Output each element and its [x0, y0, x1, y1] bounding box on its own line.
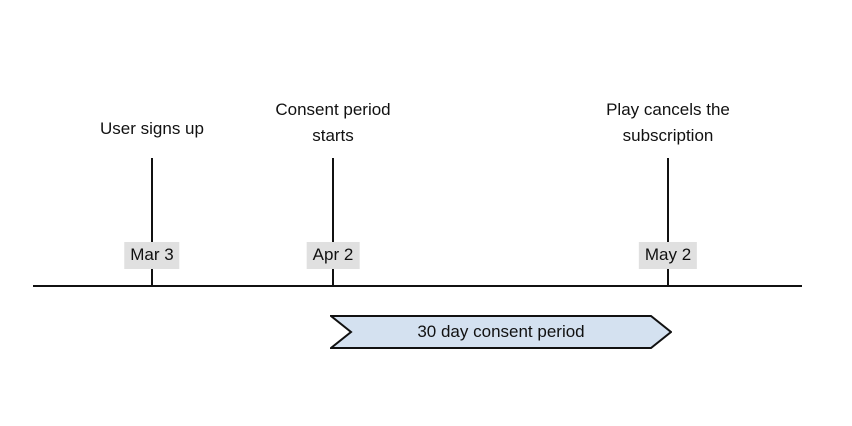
- date-chip-may-2: May 2: [638, 242, 698, 269]
- event-label-user-signs-up: User signs up: [100, 119, 204, 138]
- event-label-consent-period-starts: Consent period starts: [275, 100, 391, 145]
- event-label-play-cancels-the-subscription: Play cancels the subscription: [606, 100, 730, 145]
- banner-arrow-shape: [330, 315, 672, 349]
- date-chip-apr-2: Apr 2: [306, 242, 360, 269]
- timeline-axis: [33, 285, 802, 287]
- timeline-tick-mar-3: [151, 158, 153, 286]
- timeline-tick-may-2: [667, 158, 669, 286]
- consent-period-banner: 30 day consent period: [330, 315, 672, 349]
- banner-label: 30 day consent period: [417, 322, 585, 341]
- date-chip-mar-3: Mar 3: [124, 242, 180, 269]
- timeline-tick-apr-2: [332, 158, 334, 286]
